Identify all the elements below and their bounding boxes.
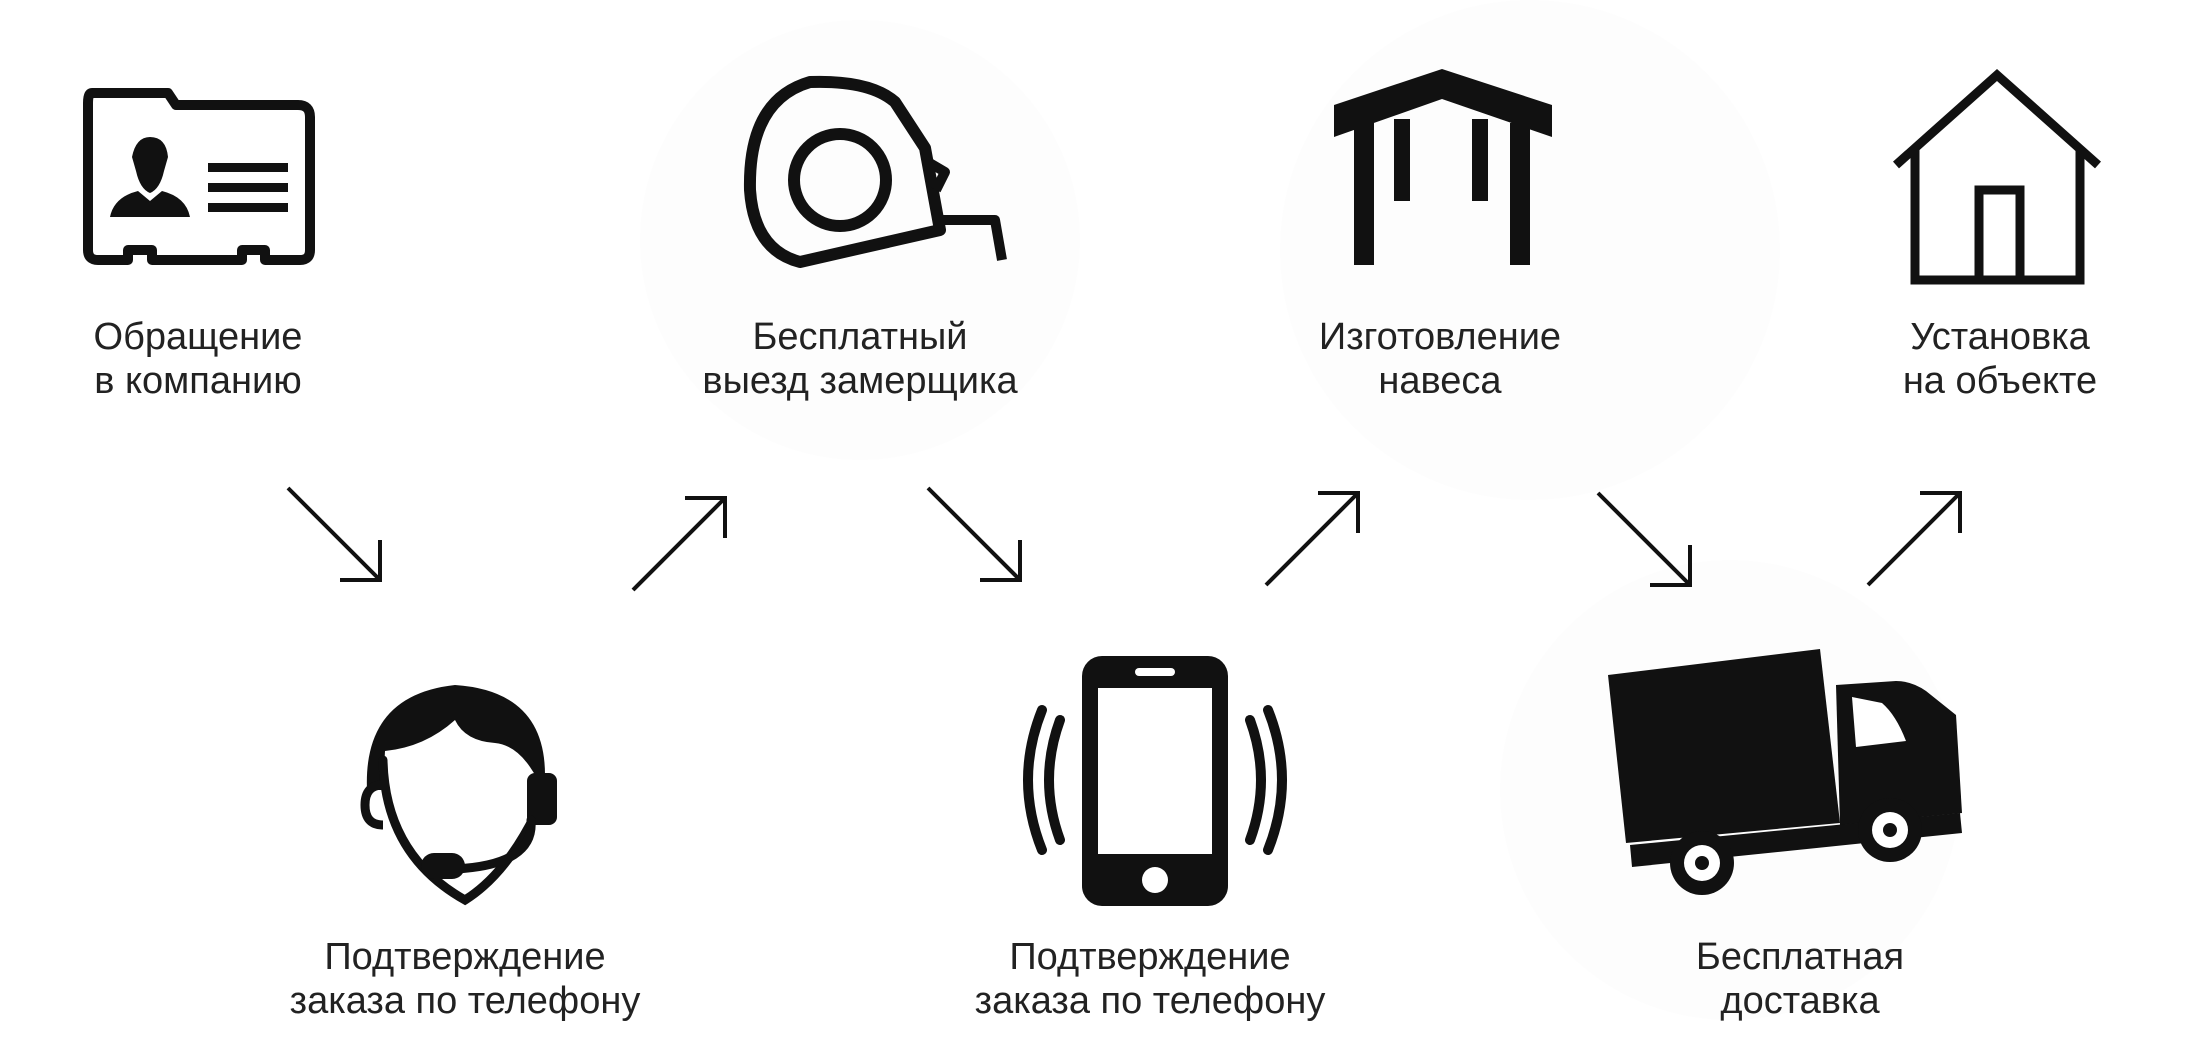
- tape-measure-icon: [743, 75, 1007, 268]
- arrow-up-right-icon: [1866, 491, 1962, 587]
- headset-operator-icon: [360, 685, 557, 906]
- arrow-down-right-icon: [926, 486, 1022, 582]
- arrow-up-right-icon: [1264, 491, 1360, 587]
- canopy-icon: [1334, 69, 1552, 265]
- ringing-phone-icon: [1023, 656, 1287, 906]
- background-circle: [640, 20, 1080, 460]
- arrow-down-right-icon: [286, 486, 382, 582]
- arrow-up-right-icon: [631, 496, 727, 592]
- delivery-truck-icon: [1608, 649, 1962, 895]
- id-card-icon: [83, 88, 315, 265]
- house-icon: [1893, 68, 2101, 285]
- arrow-down-right-icon: [1596, 491, 1692, 587]
